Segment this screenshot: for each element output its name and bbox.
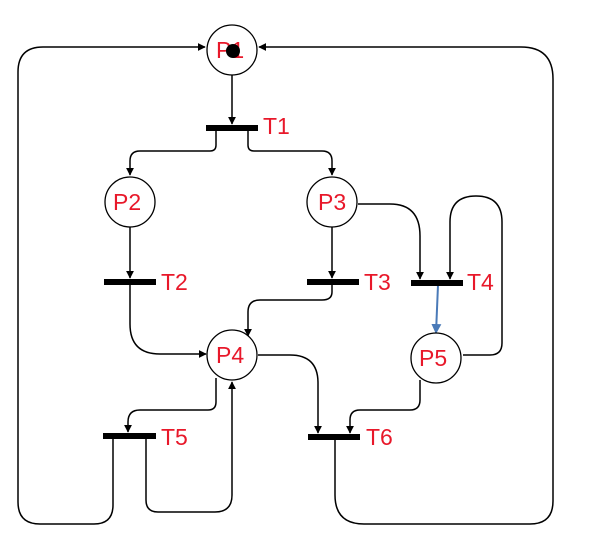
transition-t2-label: T2 xyxy=(161,269,188,295)
transition-t5-label: T5 xyxy=(161,424,188,450)
place-p5-circle xyxy=(410,332,462,384)
transition-t3-label: T3 xyxy=(364,269,391,295)
transition-t6-label: T6 xyxy=(366,424,393,450)
places: P1 P2 P3 P4 P5 xyxy=(104,24,462,384)
arc-t5-p4 xyxy=(145,381,236,513)
arc-t2-p4 xyxy=(129,284,207,358)
arc-p3-t4 xyxy=(358,203,424,280)
arc-p5-t4 xyxy=(446,195,503,356)
place-p3[interactable]: P3 xyxy=(306,176,358,228)
place-p4-label: P4 xyxy=(216,342,244,368)
arc-t5-p1 xyxy=(17,43,206,525)
transition-t6[interactable]: T6 xyxy=(308,424,393,450)
place-p1[interactable]: P1 xyxy=(206,24,258,76)
place-p2-label: P2 xyxy=(113,189,141,215)
arc-p4-t5 xyxy=(124,378,217,433)
transition-t5[interactable]: T5 xyxy=(103,424,188,450)
arc-t1-p3 xyxy=(247,128,336,176)
token-icon xyxy=(226,44,240,58)
transitions: T1 T2 T3 T4 T5 T6 xyxy=(103,113,494,450)
transition-t4[interactable]: T4 xyxy=(411,269,494,295)
arc-t1-p2 xyxy=(126,128,217,176)
transition-t2[interactable]: T2 xyxy=(104,269,188,295)
transition-t1-label: T1 xyxy=(263,113,290,139)
transition-t4-label: T4 xyxy=(467,269,494,295)
place-p4[interactable]: P4 xyxy=(206,329,258,381)
transition-t3[interactable]: T3 xyxy=(307,269,391,295)
arc-t4-p5 xyxy=(431,284,442,334)
arcs xyxy=(17,43,554,525)
place-p4-circle xyxy=(206,329,258,381)
place-p3-circle xyxy=(306,176,358,228)
arc-t6-p1 xyxy=(258,43,554,525)
arc-t3-p4 xyxy=(244,284,333,337)
arc-p5-t6 xyxy=(346,380,421,434)
transition-t1[interactable]: T1 xyxy=(206,113,290,139)
place-p5[interactable]: P5 xyxy=(410,332,462,384)
place-p2[interactable]: P2 xyxy=(104,176,156,228)
arc-p4-t6 xyxy=(258,354,322,434)
place-p5-label: P5 xyxy=(419,345,447,371)
place-p3-label: P3 xyxy=(318,189,346,215)
place-p2-circle xyxy=(104,176,156,228)
